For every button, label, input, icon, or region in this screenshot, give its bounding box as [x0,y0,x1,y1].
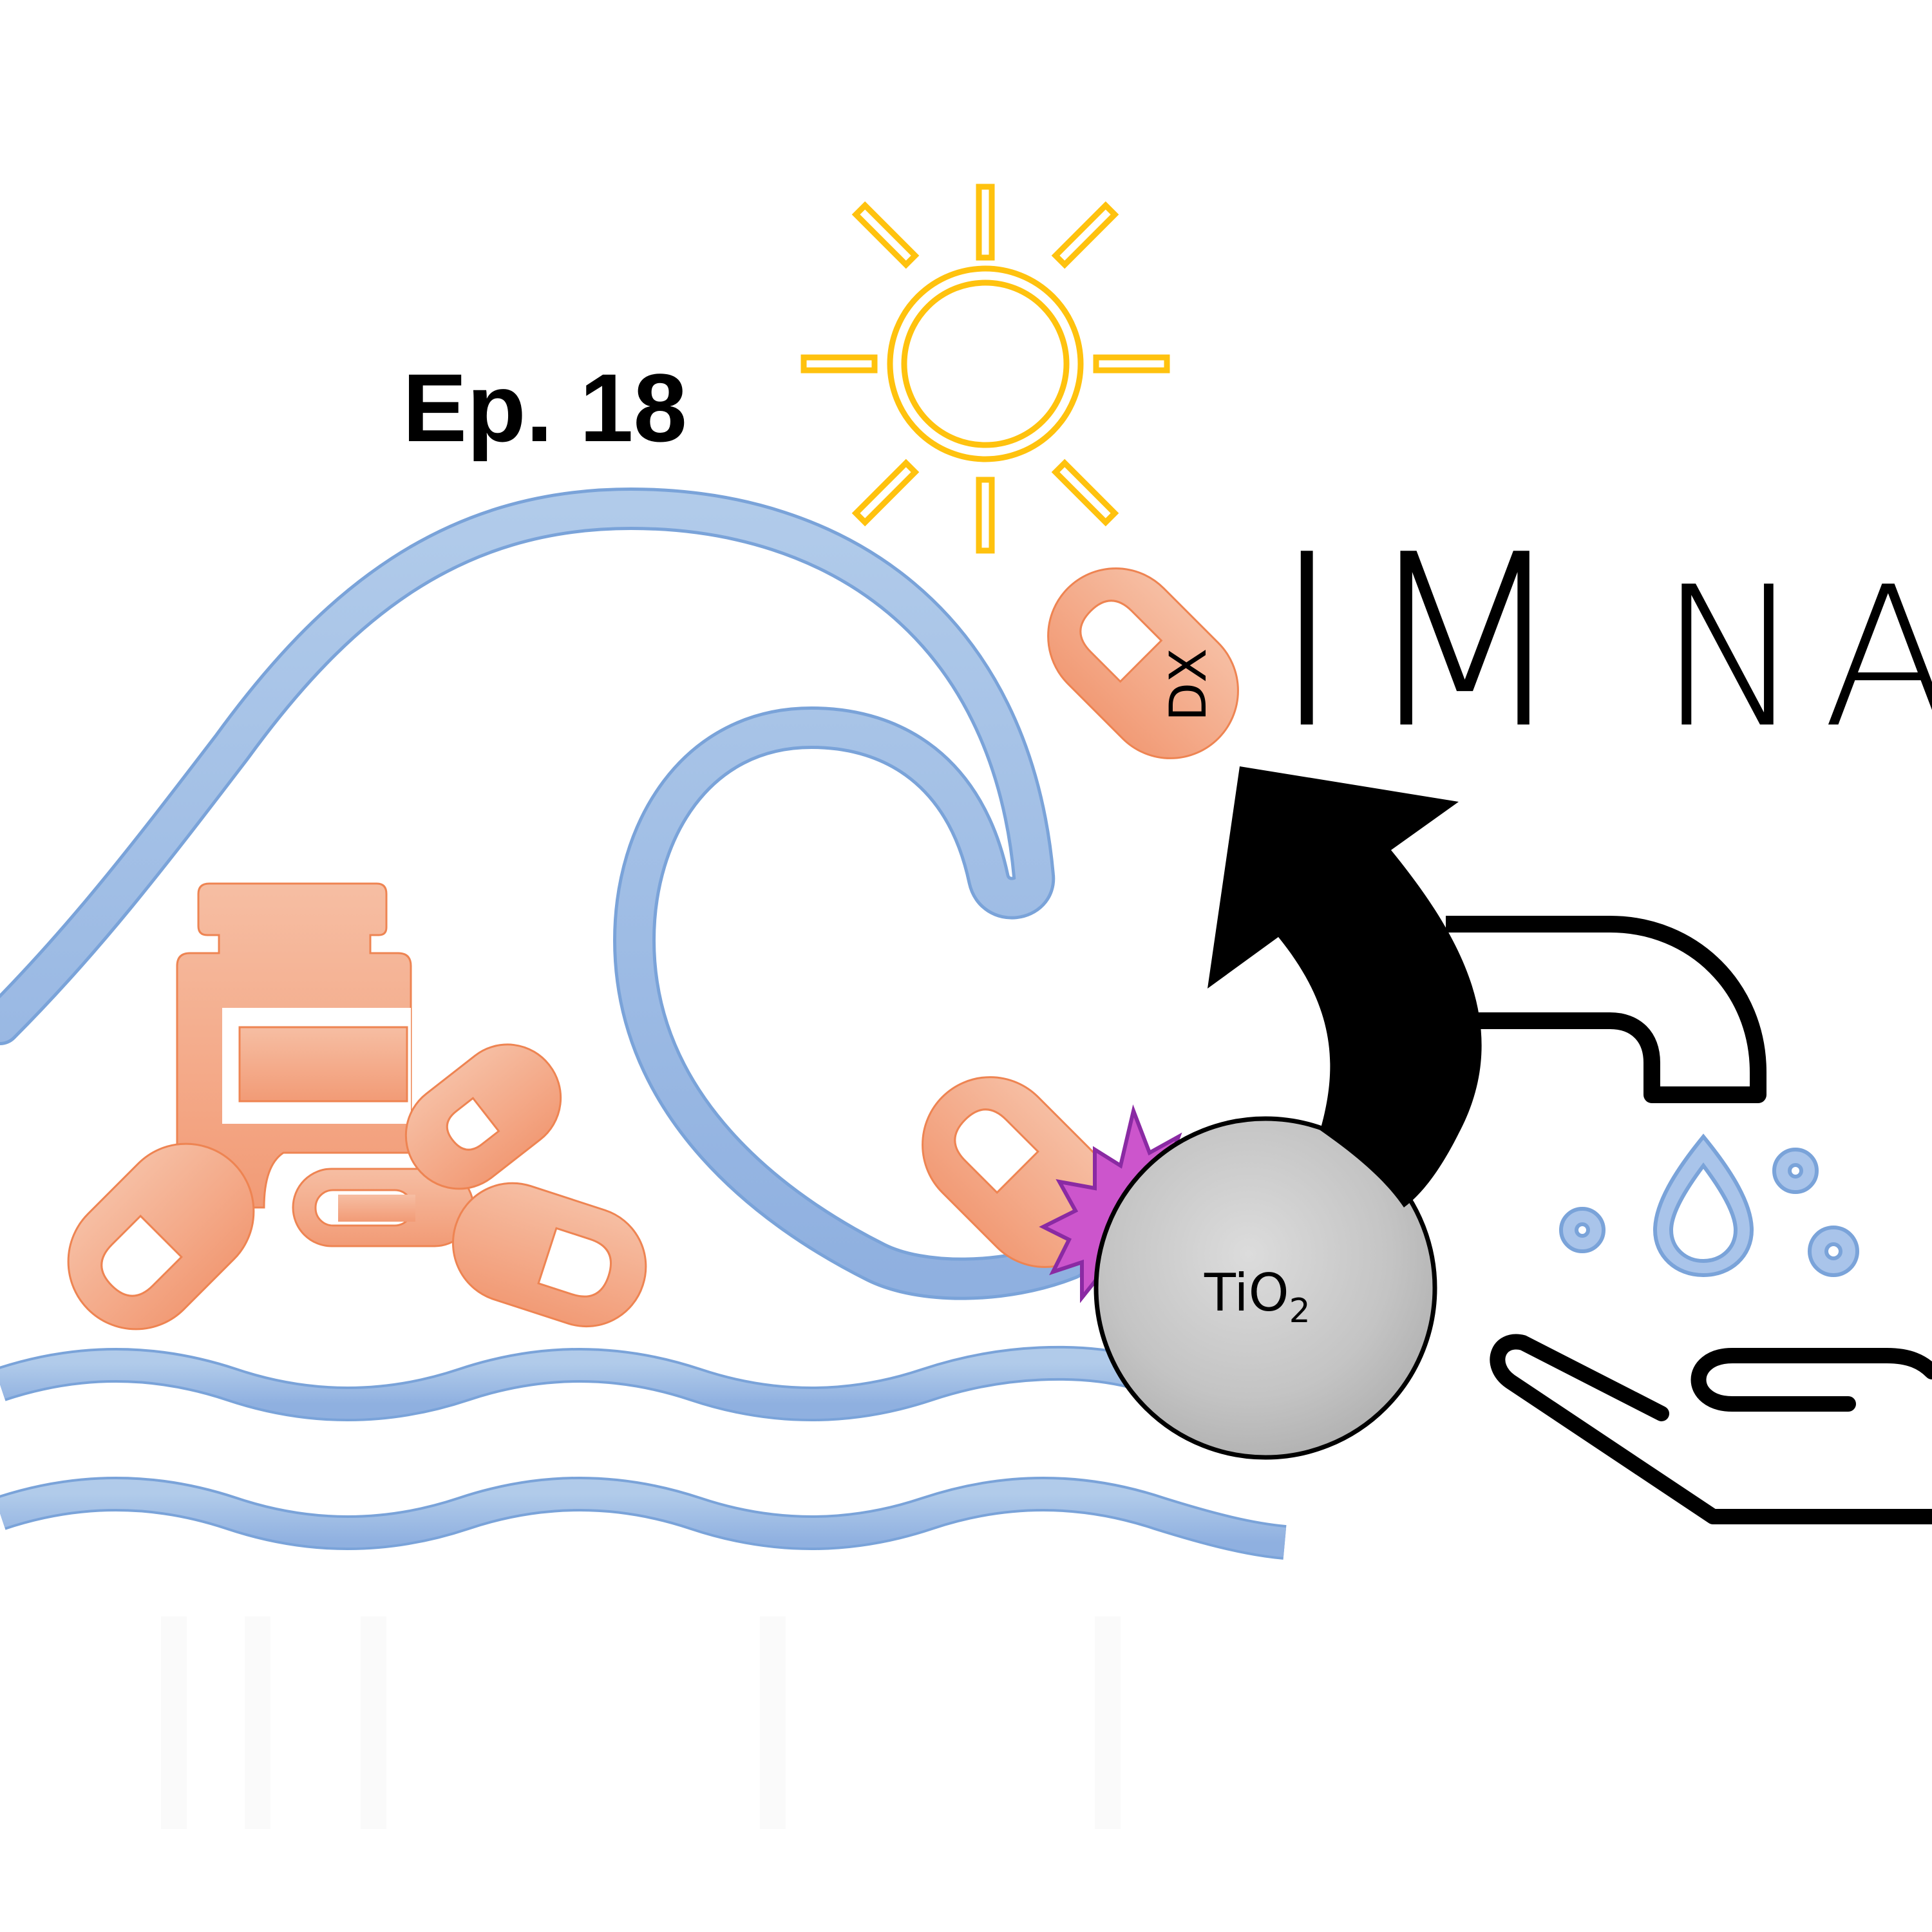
water-drop-icon [1559,1133,1859,1278]
dx-capsule: DX [1047,567,1239,759]
open-hand-icon [1490,1334,1932,1524]
curved-arrow-icon [1208,766,1482,1208]
particle-label: TiO2 [1204,1263,1311,1331]
logo-letter-a: A [1823,545,1932,770]
episode-label: Ep. 18 [402,354,687,462]
capsule-mark: DX [1160,649,1218,722]
water-lines [0,1345,1287,1560]
capsule-pill-icon [67,1043,647,1331]
logo-letter-n: N [1658,545,1803,770]
logo-letter-i: I [1272,504,1342,781]
wave-icon [0,488,1090,1300]
faint-watermark [161,1616,1121,1829]
sun-icon [800,184,1170,554]
faucet-icon [1446,916,1766,1103]
imna-logo: I M N A [1272,504,1932,781]
logo-letter-m: M [1362,504,1567,781]
medicine-bottle-icon [176,882,412,1209]
tio2-particle: TiO2 [1094,1116,1437,1460]
